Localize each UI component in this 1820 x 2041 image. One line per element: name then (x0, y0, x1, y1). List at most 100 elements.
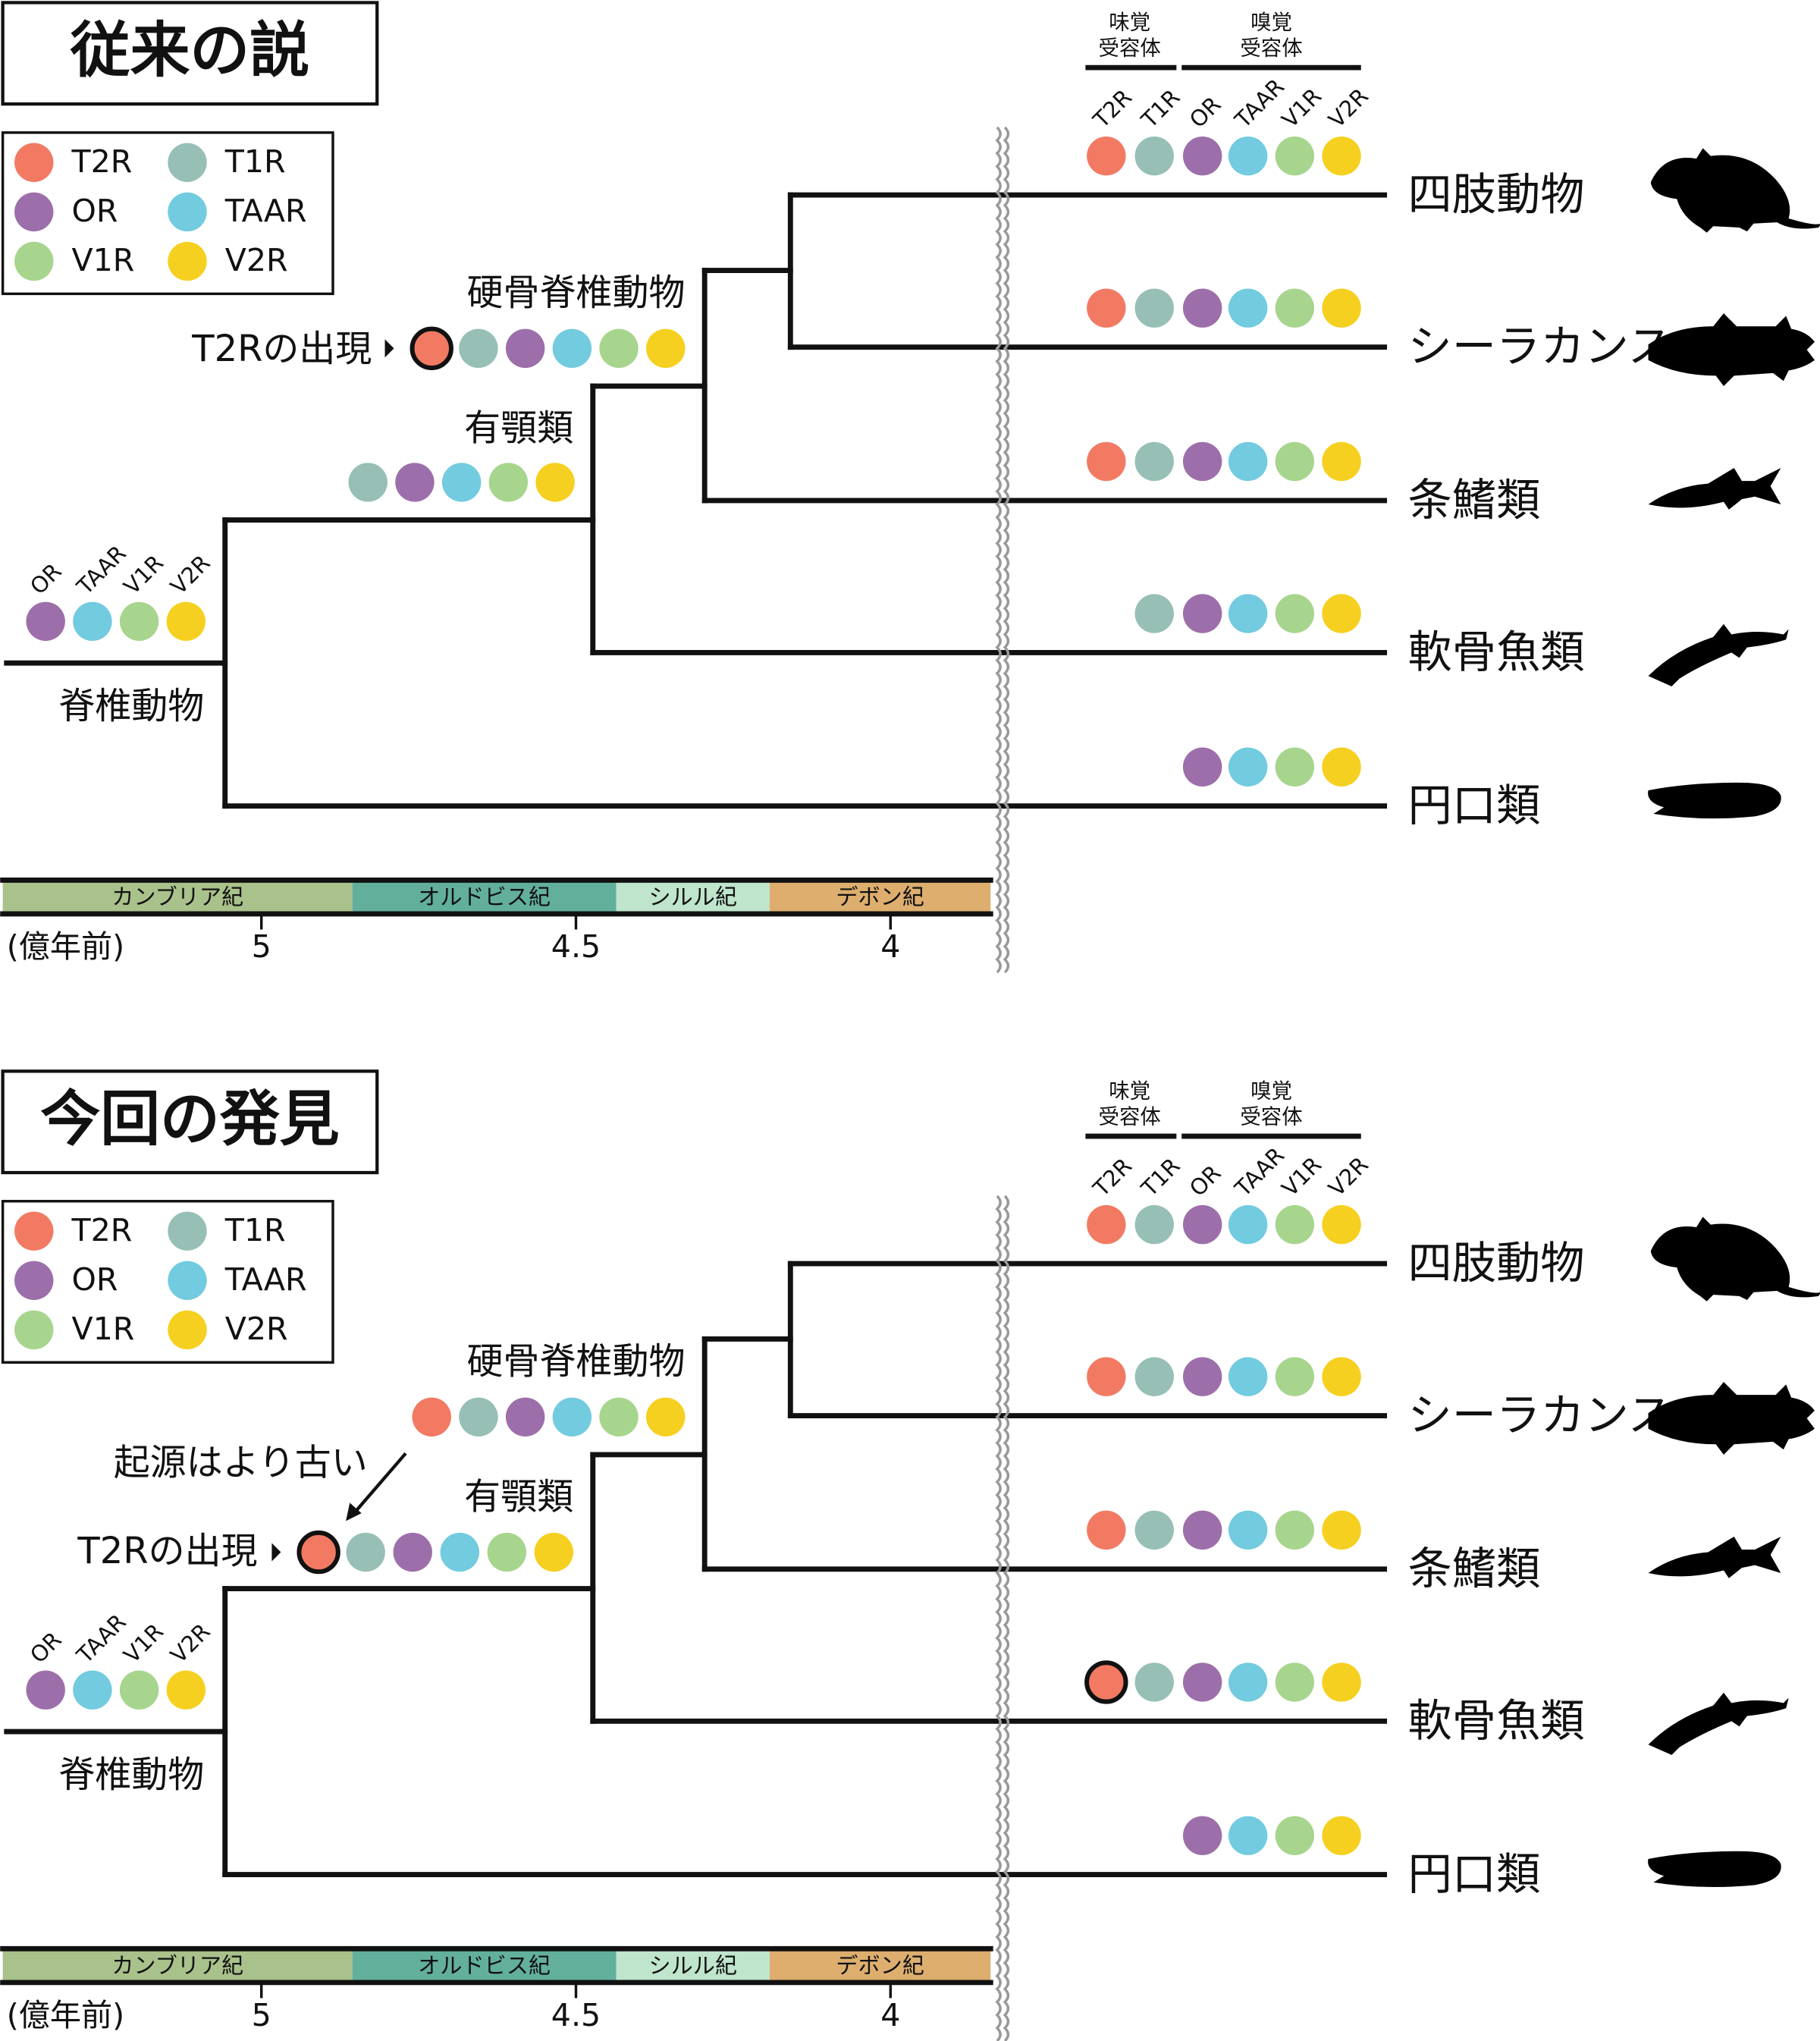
period-label: シルル紀 (649, 884, 738, 909)
receptor-dot-or (393, 1532, 432, 1572)
period-band (769, 1948, 991, 1983)
timeline-tick-label: 4 (880, 1997, 900, 2033)
period-label: カンブリア紀 (111, 1952, 243, 1978)
timeline-tick-label: 4 (880, 928, 900, 965)
lamprey-silhouette-icon (1648, 782, 1781, 819)
receptor-dot-v2r (1322, 594, 1361, 633)
receptor-dot-t2r (1087, 1510, 1126, 1550)
receptor-dot-t2r (1087, 1357, 1126, 1396)
receptor-dot-t1r (1134, 1510, 1174, 1550)
receptor-dot-v2r (1322, 136, 1361, 176)
receptor-dot-or (1182, 747, 1222, 787)
receptor-dot-v1r (1275, 1204, 1315, 1245)
species-label: 四肢動物 (1407, 1238, 1584, 1289)
receptor-dot-v2r (646, 1397, 686, 1437)
receptor-dot-t1r (348, 463, 388, 502)
receptor-dot-v1r (599, 1397, 639, 1437)
receptor-dot-v1r (1275, 1357, 1315, 1396)
taste-receptor-header: 味覚 (1109, 11, 1150, 34)
receptor-dot-t2r (1087, 288, 1126, 328)
receptor-dot-taar (1228, 1663, 1268, 1702)
axis-break-mark (1003, 1195, 1010, 2041)
taste-receptor-header: 受容体 (1099, 37, 1161, 61)
receptor-dot-v2r (1322, 1663, 1361, 1702)
receptor-dot-or (1182, 594, 1222, 633)
receptor-dot-or (26, 601, 65, 642)
receptor-dot-v1r (1275, 1510, 1315, 1550)
timeline-unit-label: (億年前) (7, 928, 124, 965)
receptor-dot-or (26, 1670, 65, 1710)
receptor-dot-v1r (487, 1532, 527, 1572)
receptor-dot-v1r (1275, 136, 1315, 176)
node-label-gnathostomata: 有顎類 (464, 1475, 573, 1518)
receptor-dot-t1r (1134, 136, 1174, 176)
receptor-dot-taar (1228, 1816, 1268, 1855)
receptor-dot-v1r (1275, 747, 1315, 787)
receptor-dot-t1r (1134, 441, 1174, 482)
species-label: 軟骨魚類 (1407, 626, 1584, 678)
root-column-label: TAAR (71, 540, 131, 600)
root-column-label: V2R (165, 1619, 215, 1669)
legend-label: T2R (71, 143, 132, 180)
timeline-tick-label: 4.5 (551, 928, 601, 965)
column-label-or: OR (1185, 92, 1226, 133)
legend-label: TAAR (224, 1261, 307, 1298)
legend-label: T1R (224, 1212, 286, 1248)
olfactory-receptor-header: 嗅覚 (1250, 11, 1292, 34)
period-band (352, 880, 617, 914)
t2r-emergence-label: T2Rの出現 (191, 328, 372, 370)
receptor-dot-or (1182, 288, 1222, 328)
species-label: 円口類 (1407, 780, 1540, 831)
receptor-dot-taar (1228, 1204, 1268, 1245)
legend-label: V1R (71, 242, 134, 278)
legend-swatch-taar (168, 1261, 207, 1301)
axis-break-mark (1003, 126, 1010, 974)
receptor-dot-t1r (1134, 1357, 1174, 1396)
receptor-dot-or (1182, 1510, 1222, 1550)
receptor-dot-taar (1228, 1510, 1268, 1550)
shark-silhouette-icon (1648, 1692, 1789, 1755)
species-label: 軟骨魚類 (1407, 1695, 1584, 1747)
panel-title: 今回の発見 (40, 1084, 339, 1154)
receptor-dot-taar (441, 463, 482, 502)
node-label-vertebrata: 脊椎動物 (58, 1754, 204, 1796)
receptor-dot-v1r (1275, 1663, 1315, 1702)
legend-label: OR (71, 193, 118, 229)
period-label: カンブリア紀 (111, 884, 243, 909)
legend-label: V2R (225, 1311, 288, 1347)
t2r-emergence-label: T2Rの出現 (77, 1530, 257, 1572)
receptor-dot-taar (1228, 136, 1268, 176)
column-label-taar: TAAR (1229, 1142, 1289, 1202)
receptor-dot-t2r (1087, 136, 1126, 176)
period-label: デボン紀 (836, 884, 924, 909)
receptor-dot-taar (73, 601, 112, 642)
receptor-dot-v2r (534, 1532, 574, 1572)
legend-label: T2R (71, 1212, 132, 1248)
annotation-arrow (355, 1452, 407, 1512)
receptor-dot-or (505, 1397, 545, 1437)
title-box (1, 1069, 379, 1175)
legend-swatch-taar (168, 192, 207, 232)
column-label-taar: TAAR (1229, 74, 1289, 133)
legend-swatch-v1r (14, 241, 54, 281)
receptor-dot-t2r (412, 1397, 451, 1437)
period-label: オルドビス紀 (418, 1952, 551, 1978)
node-label-gnathostomata: 有顎類 (464, 407, 573, 449)
species-label: シーラカンス (1407, 321, 1671, 372)
species-label: 四肢動物 (1407, 169, 1584, 221)
receptor-dot-v2r (1322, 288, 1361, 328)
node-label-osteichthyes: 硬骨脊椎動物 (467, 1340, 686, 1383)
receptor-dot-v2r (535, 463, 575, 502)
ray-finned-fish-silhouette-icon (1648, 1536, 1781, 1578)
receptor-dot-t1r (1134, 1663, 1174, 1702)
arrowhead-icon (346, 1502, 362, 1521)
root-column-label: OR (25, 558, 67, 600)
species-label: シーラカンス (1407, 1389, 1671, 1441)
receptor-dot-v2r (1322, 747, 1361, 787)
receptor-dot-or (1182, 1663, 1222, 1702)
lamprey-silhouette-icon (1648, 1851, 1781, 1888)
receptor-dot-taar (1228, 1357, 1268, 1396)
receptor-dot-or (505, 328, 545, 369)
olfactory-receptor-header: 受容体 (1240, 37, 1302, 61)
